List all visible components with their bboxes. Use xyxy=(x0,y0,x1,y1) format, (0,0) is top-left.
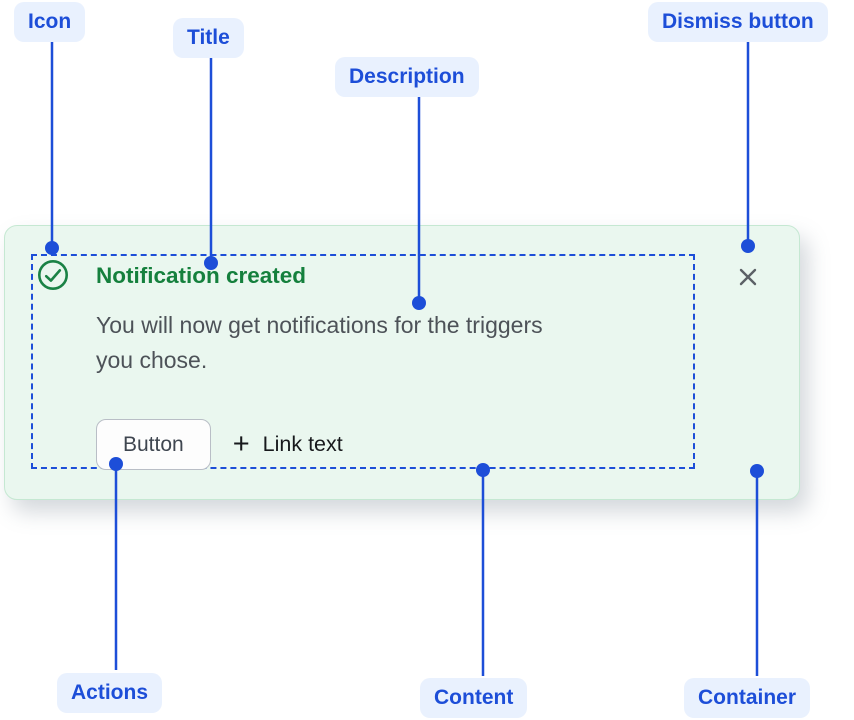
dismiss-button[interactable] xyxy=(733,262,763,292)
flag-actions: Button + Link text xyxy=(96,419,343,470)
flag-action-button[interactable]: Button xyxy=(96,419,211,470)
flag-description: You will now get notifications for the t… xyxy=(96,308,543,378)
description-annotation-label: Description xyxy=(335,57,479,97)
close-icon xyxy=(733,268,763,295)
title-annotation-label: Title xyxy=(173,18,244,58)
content-annotation-label: Content xyxy=(420,678,528,718)
flag-link-label: Link text xyxy=(262,432,343,456)
success-check-icon xyxy=(36,258,70,292)
flag-description-line: You will now get notifications for the t… xyxy=(96,312,543,338)
flag-content-region xyxy=(31,254,695,469)
plus-icon: + xyxy=(232,428,250,460)
actions-annotation-label: Actions xyxy=(57,673,163,713)
icon-annotation-label: Icon xyxy=(14,2,86,42)
flag-description-line: you chose. xyxy=(96,347,208,373)
dismiss-button-annotation-label: Dismiss button xyxy=(648,2,828,42)
flag-link[interactable]: + Link text xyxy=(233,430,343,459)
container-annotation-label: Container xyxy=(684,678,811,718)
flag-title: Notification created xyxy=(96,263,307,288)
